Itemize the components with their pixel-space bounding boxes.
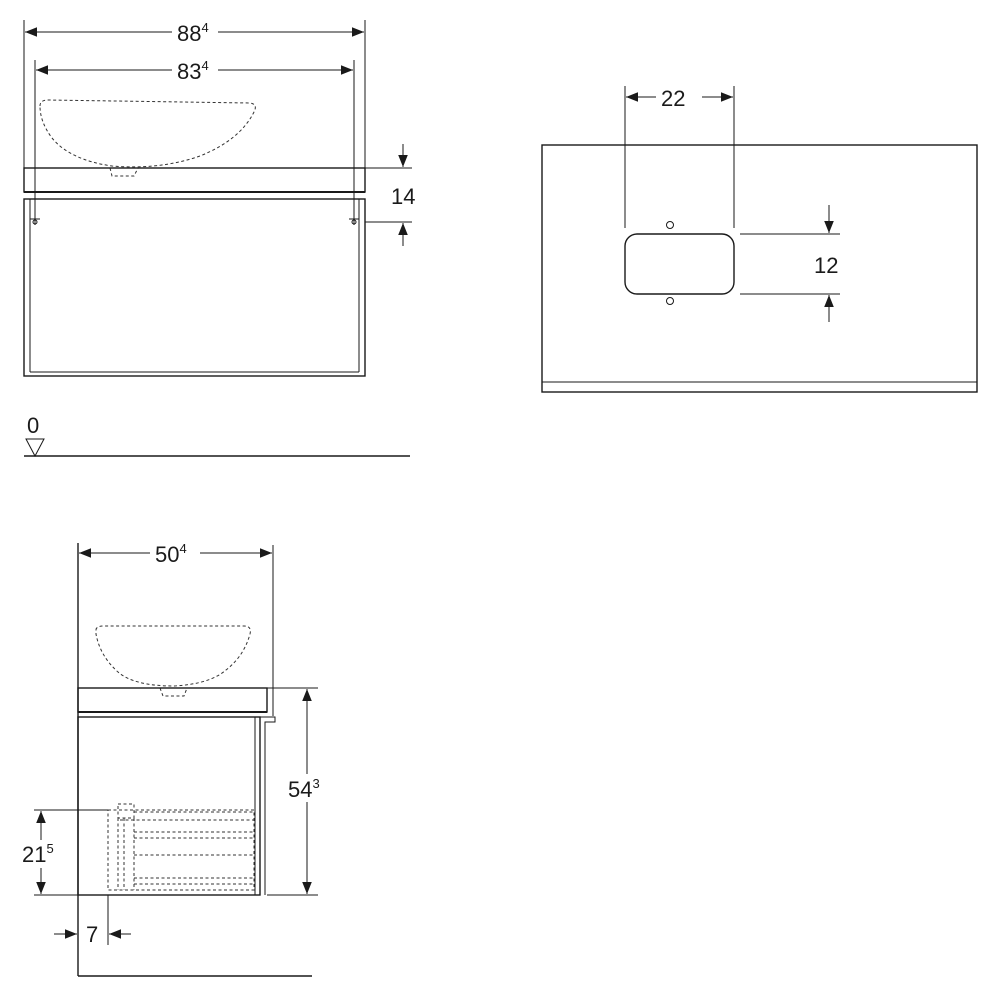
inner-drawer xyxy=(107,803,255,891)
dim-drawer-height: 215 xyxy=(22,841,54,867)
countertop-side xyxy=(77,687,268,713)
basin-outline-front xyxy=(39,99,256,168)
dim-overall-width: 884 xyxy=(177,20,209,46)
basin-cutout xyxy=(624,233,735,295)
dim-cutout-width: 22 xyxy=(661,86,685,111)
cabinet-front xyxy=(23,198,366,377)
fixing-hole-top xyxy=(666,221,674,229)
dim-inner-width: 834 xyxy=(177,58,209,84)
basin-drain-front xyxy=(109,167,139,177)
dim-top-thickness: 14 xyxy=(391,184,415,209)
drawer-handle xyxy=(260,716,276,895)
floor-level-marker: 0 xyxy=(24,413,410,458)
floor-level-label: 0 xyxy=(27,413,39,438)
side-view: 504 543 215 7 xyxy=(20,539,330,977)
fixing-hole-bottom xyxy=(666,297,674,305)
countertop-front xyxy=(23,167,366,193)
dim-depth: 504 xyxy=(155,541,187,567)
cabinet-side xyxy=(77,716,261,896)
dim-cutout-depth: 12 xyxy=(814,253,838,278)
top-view: 22 12 xyxy=(541,82,978,393)
countertop-top xyxy=(541,144,978,393)
front-view: 884 834 14 xyxy=(23,18,415,377)
bracket-right xyxy=(349,60,359,225)
dim-wall-gap: 7 xyxy=(86,922,98,947)
dim-height: 543 xyxy=(288,776,320,802)
basin-outline-side xyxy=(95,625,251,687)
bracket-left xyxy=(30,60,40,225)
